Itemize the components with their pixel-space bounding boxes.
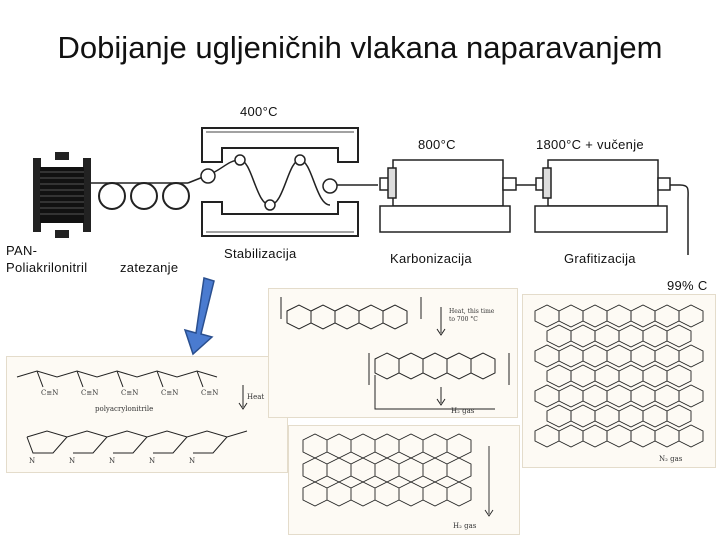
svg-text:N: N bbox=[69, 457, 75, 465]
heat-note-line2: to 700 °C bbox=[449, 316, 478, 323]
carbon-sheet-structure-drawing: H₂ gas bbox=[302, 433, 494, 530]
pan-structure-image: C≡N C≡N C≡N C≡N C≡N N N N N N polyacrylonitril… bbox=[6, 356, 288, 473]
hexagon-ring bbox=[582, 344, 608, 368]
hexagon-ring bbox=[558, 304, 584, 328]
hexagon-ring bbox=[630, 424, 656, 448]
svg-text:C≡N: C≡N bbox=[201, 389, 218, 397]
hexagon-ring bbox=[630, 304, 656, 328]
svg-text:C≡N: C≡N bbox=[161, 389, 178, 397]
heat-label: Heat bbox=[247, 393, 264, 401]
hexagon-ring bbox=[594, 324, 620, 348]
hexagon-ring bbox=[666, 324, 692, 348]
svg-text:N: N bbox=[149, 457, 155, 465]
hexagon-ring bbox=[654, 384, 680, 408]
hexagon-ring bbox=[618, 404, 644, 428]
hexagon-ring bbox=[678, 424, 704, 448]
graphite-structure-drawing: N₂ gas bbox=[534, 304, 704, 463]
hexagon-ring bbox=[606, 344, 632, 368]
hexagon-ring bbox=[630, 344, 656, 368]
hexagon-ring bbox=[558, 424, 584, 448]
svg-text:N: N bbox=[189, 457, 195, 465]
hexagon-ring bbox=[582, 304, 608, 328]
stabilization-arrow bbox=[183, 277, 215, 356]
n2-gas-label: N₂ gas bbox=[659, 455, 683, 463]
hexagon-ring bbox=[582, 384, 608, 408]
hexagon-ring bbox=[642, 364, 668, 388]
h2-gas-label-1: H₂ gas bbox=[451, 407, 475, 415]
hexagon-ring bbox=[618, 324, 644, 348]
hexagon-ring bbox=[630, 384, 656, 408]
svg-text:C≡N: C≡N bbox=[121, 389, 138, 397]
h2-gas-label-2: H₂ gas bbox=[453, 522, 477, 530]
svg-text:N: N bbox=[29, 457, 35, 465]
hexagon-ring bbox=[546, 404, 572, 428]
hexagon-ring bbox=[642, 404, 668, 428]
temp-stabilization: 400°C bbox=[240, 104, 278, 119]
label-pan: PAN- bbox=[6, 243, 38, 258]
pan-structure-drawing: C≡N C≡N C≡N C≡N C≡N N N N N N polyacrylonitril… bbox=[16, 370, 264, 465]
hexagon-ring bbox=[534, 304, 560, 328]
hexagon-ring bbox=[546, 364, 572, 388]
hexagon-ring bbox=[570, 324, 596, 348]
carbon-sheet-structure-image: H₂ gas bbox=[288, 425, 520, 535]
hexagon-ring bbox=[678, 344, 704, 368]
hexagon-ring bbox=[606, 424, 632, 448]
hexagon-ring bbox=[534, 424, 560, 448]
hexagon-ring bbox=[534, 384, 560, 408]
temp-carbonization: 800°C bbox=[418, 137, 456, 152]
hexagon-ring bbox=[654, 424, 680, 448]
hexagon-ring bbox=[642, 324, 668, 348]
hexagon-ring bbox=[570, 404, 596, 428]
svg-text:C≡N: C≡N bbox=[81, 389, 98, 397]
fiber-spool bbox=[33, 152, 91, 238]
hexagon-ring bbox=[654, 344, 680, 368]
hexagon-ring bbox=[558, 384, 584, 408]
hexagon-ring bbox=[594, 404, 620, 428]
hexagon-ring bbox=[546, 324, 572, 348]
heat-note-line1: Heat, this time bbox=[449, 308, 495, 315]
svg-text:C≡N: C≡N bbox=[41, 389, 58, 397]
label-polyacrylonitrile: Poliakrilonitril bbox=[6, 260, 88, 275]
hexagon-ring bbox=[606, 304, 632, 328]
carbonization-structure-drawing: Heat, this time to 700 °C H₂ gas bbox=[280, 297, 510, 415]
label-purity: 99% C bbox=[667, 278, 708, 293]
stretch-rollers bbox=[98, 182, 190, 210]
label-carbonization: Karbonizacija bbox=[390, 251, 472, 266]
hexagon-ring bbox=[534, 344, 560, 368]
hexagon-ring bbox=[582, 424, 608, 448]
label-stabilization: Stabilizacija bbox=[224, 246, 297, 261]
hexagon-ring bbox=[666, 404, 692, 428]
carbonization-furnace bbox=[379, 159, 517, 233]
hexagon-ring bbox=[666, 364, 692, 388]
oven-rollers bbox=[200, 154, 338, 211]
slide-title: Dobijanje ugljeničnih vlakana naparavanj… bbox=[57, 30, 663, 65]
hexagon-ring bbox=[606, 384, 632, 408]
graphitization-furnace bbox=[534, 159, 671, 233]
label-stretching: zatezanje bbox=[120, 260, 179, 275]
hexagon-ring bbox=[654, 304, 680, 328]
hexagon-ring bbox=[558, 344, 584, 368]
stabilization-oven bbox=[201, 127, 359, 237]
hexagon-ring bbox=[678, 384, 704, 408]
polyacrylonitrile-caption: polyacrylonitrile bbox=[95, 405, 153, 413]
carbonization-structure-image: Heat, this time to 700 °C H₂ gas bbox=[268, 288, 518, 418]
temp-graphitization: 1800°C + vučenje bbox=[536, 137, 644, 152]
label-graphitization: Grafitizacija bbox=[564, 251, 636, 266]
svg-text:N: N bbox=[109, 457, 115, 465]
graphite-structure-image: N₂ gas bbox=[522, 294, 716, 468]
hexagon-ring bbox=[570, 364, 596, 388]
hexagon-ring bbox=[678, 304, 704, 328]
hexagon-ring bbox=[618, 364, 644, 388]
hexagon-ring bbox=[594, 364, 620, 388]
